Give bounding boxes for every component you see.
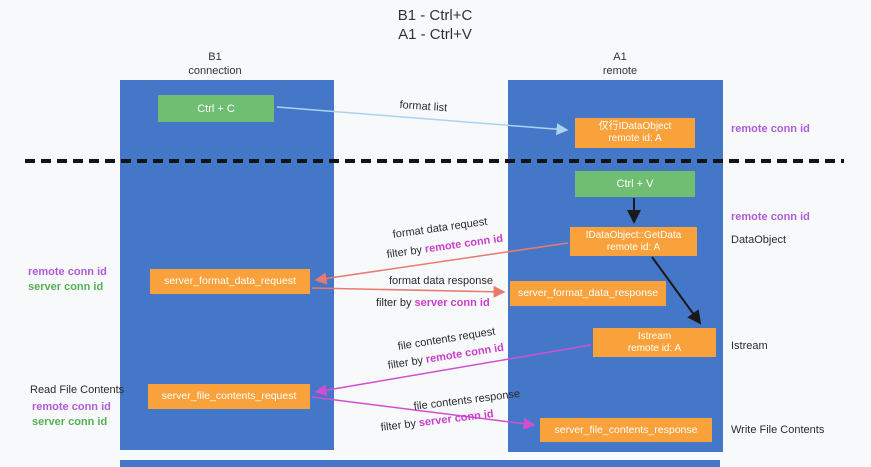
- dataobject-label: DataObject: [731, 234, 787, 246]
- ctrl-v-label: Ctrl + V: [616, 178, 654, 190]
- remote-conn-id-label-mid: remote conn id: [731, 211, 810, 223]
- ctrl-c-box: Ctrl + C: [158, 95, 274, 122]
- server-file-contents-request-box: server_file_contents_request: [148, 384, 310, 409]
- server-file-contents-request-label: server_file_contents_request: [161, 390, 297, 402]
- server-format-data-response-box: server_format_data_response: [510, 281, 666, 306]
- left-remote-conn-id-label-1: remote conn id: [28, 266, 107, 278]
- getdata-line2: remote id: A: [606, 241, 661, 253]
- file-contents-response-label: file contents response: [413, 387, 521, 413]
- title-line-1: B1 - Ctrl+C: [397, 7, 473, 24]
- column-header-a1: A1 remote: [575, 50, 665, 78]
- server-format-data-response-label: server_format_data_response: [517, 287, 659, 299]
- proxy-idataobject-box: 仅行IDataObject remote id: A: [575, 118, 695, 148]
- read-file-contents-label: Read File Contents: [30, 384, 125, 396]
- istream-line1: Istream: [637, 330, 672, 342]
- bottom-lane-strip: [120, 460, 720, 467]
- filter-prefix-4: filter by: [380, 417, 417, 434]
- column-b1-subtitle: connection: [188, 65, 242, 77]
- title-line-2: A1 - Ctrl+V: [398, 26, 472, 43]
- left-server-conn-id-label-1: server conn id: [28, 281, 104, 293]
- column-header-b1: B1 connection: [170, 50, 260, 78]
- proxy-idataobject-line1: 仅行IDataObject: [598, 121, 672, 132]
- format-data-response-label: format data response: [389, 275, 493, 287]
- server-file-contents-response-label: server_file_contents_response: [554, 423, 698, 436]
- ctrl-c-label: Ctrl + C: [197, 102, 235, 115]
- server-file-contents-response-box: server_file_contents_response: [540, 418, 712, 442]
- filter-prefix-1: filter by: [386, 244, 423, 261]
- filter-prefix-2: filter by: [376, 297, 412, 309]
- getdata-box: IDataObject::GetData remote id: A: [570, 227, 697, 256]
- istream-side-label: Istream: [731, 340, 768, 352]
- getdata-line1: IDataObject::GetData: [585, 229, 682, 241]
- filter-server-conn-id-2: server conn id: [418, 408, 495, 430]
- server-format-data-request-box: server_format_data_request: [150, 269, 310, 294]
- column-a1-name: A1: [613, 51, 627, 63]
- column-a1-subtitle: remote: [602, 65, 638, 77]
- remote-conn-id-label-top: remote conn id: [731, 123, 810, 135]
- format-list-label: format list: [399, 99, 448, 115]
- format-data-response-arrow: [311, 285, 506, 298]
- left-server-conn-id-label-2: server conn id: [32, 416, 108, 428]
- filter-remote-conn-id-1: remote conn id: [424, 232, 504, 256]
- diagram-title: B1 - Ctrl+C A1 - Ctrl+V: [330, 6, 540, 44]
- ctrl-v-box: Ctrl + V: [575, 171, 695, 197]
- istream-line2: remote id: A: [627, 342, 682, 354]
- write-file-contents-label: Write File Contents: [731, 424, 825, 436]
- filter-server-conn-id-1: server conn id: [414, 297, 490, 309]
- proxy-idataobject-line2: remote id: A: [608, 133, 662, 144]
- filter-prefix-3: filter by: [387, 354, 424, 372]
- server-format-data-request-label: server_format_data_request: [164, 275, 296, 287]
- istream-box: Istream remote id: A: [593, 328, 716, 357]
- left-remote-conn-id-label-2: remote conn id: [32, 401, 111, 413]
- column-b1-name: B1: [208, 51, 222, 63]
